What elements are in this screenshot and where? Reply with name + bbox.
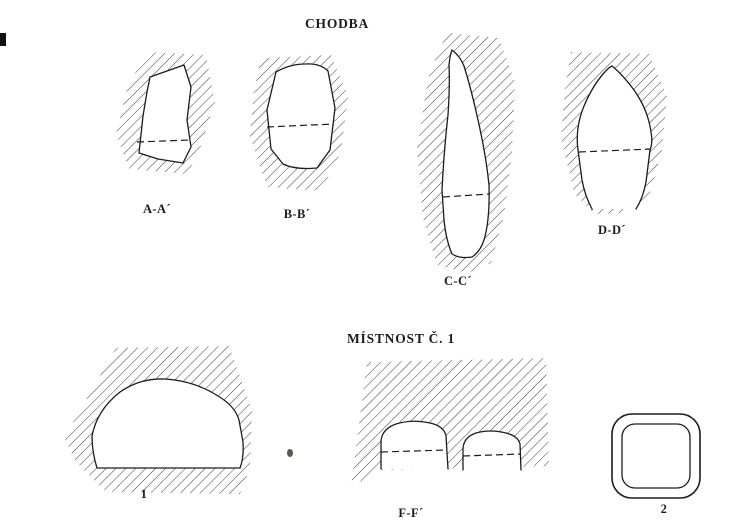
tunnel-outline-b xyxy=(266,63,336,170)
label-cross-section-f: F-F´ xyxy=(398,506,424,520)
cross-section-a-a-drawing xyxy=(116,52,215,174)
cross-section-c-c-drawing xyxy=(417,33,515,273)
niche-fill-left xyxy=(381,421,448,469)
niche-outline-left xyxy=(380,420,449,470)
niche-outline-right xyxy=(462,430,522,471)
tunnel-fill-d xyxy=(577,66,652,209)
scan-speck xyxy=(287,449,293,457)
cross-section-b-b-drawing xyxy=(250,55,348,191)
scan-artifact xyxy=(0,33,6,46)
label-room-profile-1: 1 xyxy=(140,487,148,501)
label-cross-section-d: D-D´ xyxy=(598,223,626,237)
floor-dashed-line-f-left xyxy=(380,449,448,453)
label-cross-section-a: A-A´ xyxy=(143,202,171,216)
corridor-section-title: CHODBA xyxy=(304,16,370,31)
room-outline-1 xyxy=(91,378,244,469)
plan-detail-2-drawing xyxy=(611,413,701,499)
floor-dashed-line-d xyxy=(578,148,652,153)
tunnel-outline-c xyxy=(441,49,490,259)
outer-frame-2 xyxy=(611,413,701,499)
cross-section-d-d-drawing xyxy=(561,52,667,214)
label-cross-section-b: B-B´ xyxy=(283,207,311,221)
floor-dashed-line-f-right xyxy=(462,453,522,457)
inner-frame-2 xyxy=(621,423,691,489)
tunnel-outline-a xyxy=(138,64,192,164)
label-cross-section-c: C-C´ xyxy=(444,274,472,288)
room-section-title: MÍSTNOST Č. 1 xyxy=(346,331,456,346)
floor-dashed-line-b xyxy=(266,123,335,128)
tunnel-outline-d xyxy=(576,65,653,210)
floor-dashed-line-a xyxy=(136,139,191,143)
cross-section-f-f-drawing xyxy=(351,358,549,487)
floor-dashed-line-c xyxy=(442,193,491,198)
label-plan-detail-2: 2 xyxy=(660,502,668,516)
room-profile-1-drawing xyxy=(64,346,252,494)
niche-fill-right xyxy=(463,431,521,470)
